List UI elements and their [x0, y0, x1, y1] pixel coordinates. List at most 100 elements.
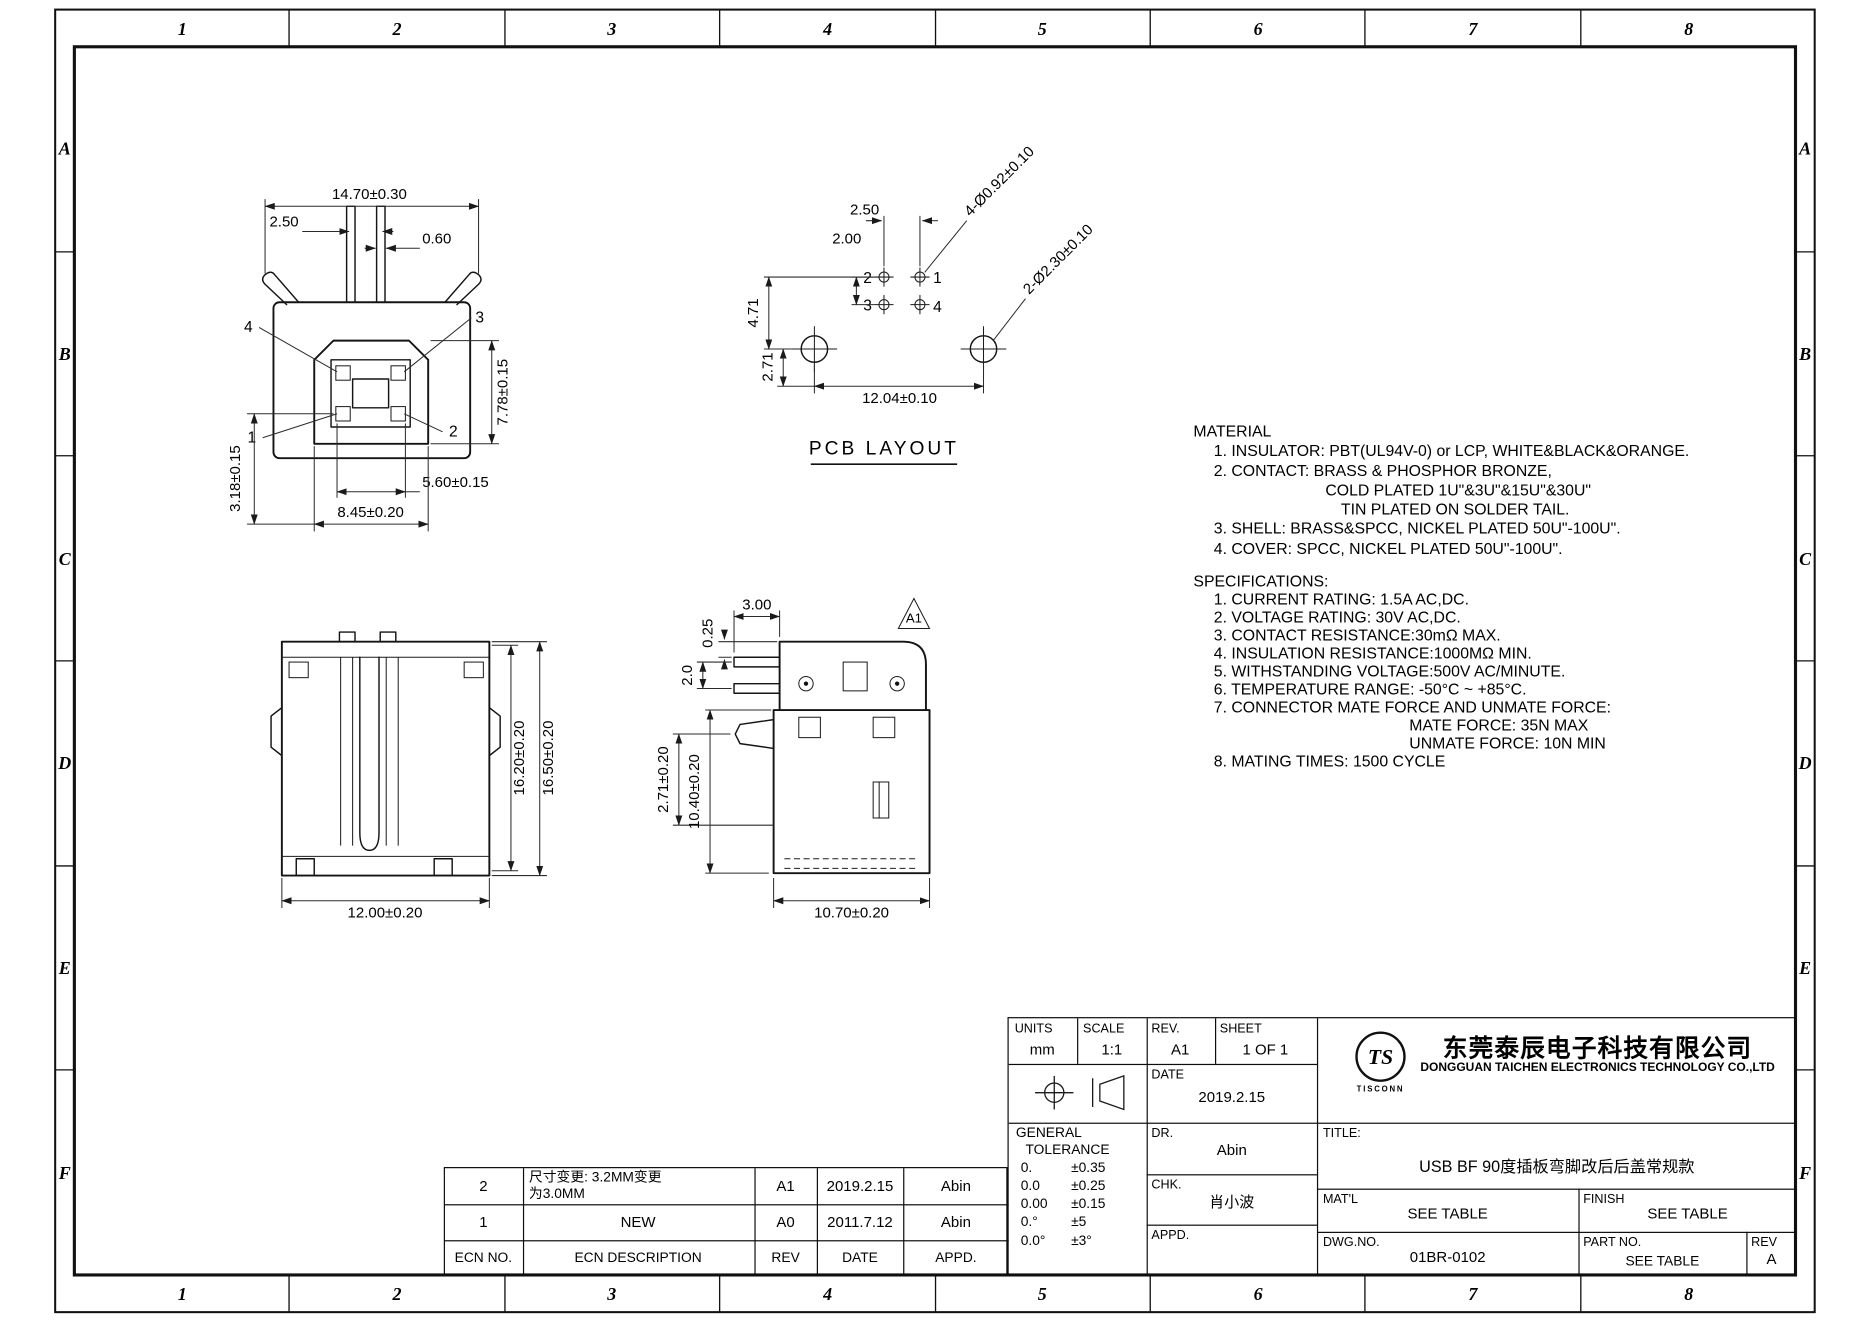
- dwg-no-value: 01BR-0102: [1409, 1248, 1486, 1266]
- zone-row-right: D: [1798, 753, 1812, 773]
- tolerance-row: 0. ±0.35: [1020, 1161, 1106, 1176]
- drawing-title: USB BF 90度插板弯脚改后后盖常规款: [1419, 1157, 1695, 1176]
- dr-value: Abin: [1216, 1141, 1247, 1159]
- front-pin-3-label: 3: [475, 310, 484, 327]
- specification-line: 6. TEMPERATURE RANGE: -50°C ~ +85°C.: [1213, 680, 1527, 699]
- zone-row-right: E: [1798, 958, 1811, 978]
- zone-col-bottom: 8: [1684, 1284, 1693, 1304]
- tolerance-row: 0.0±0.25: [1021, 1179, 1106, 1193]
- zone-col-top: 8: [1684, 19, 1693, 39]
- finish-label: FINISH: [1583, 1192, 1625, 1207]
- front-view: 4 3 1 2 14.70±0.30 2.50 0.60 7.78±0.15 3…: [227, 186, 511, 532]
- units-label: UNITS: [1014, 1021, 1053, 1037]
- ecn-row-date: 2011.7.12: [827, 1213, 893, 1231]
- dr-label: DR.: [1151, 1126, 1174, 1141]
- material-line: 4. COVER: SPCC, NICKEL PLATED 50U"-100U"…: [1213, 539, 1563, 558]
- rev-block-label: REV: [1751, 1235, 1778, 1250]
- zone-col-bottom: 2: [392, 1284, 402, 1304]
- pcb-pin-1-label: 1: [933, 270, 942, 287]
- tolerance-basis: 0.0°: [1020, 1234, 1046, 1249]
- units-value: mm: [1029, 1041, 1055, 1058]
- tolerance-value: ±3°: [1071, 1234, 1092, 1249]
- tolerance-value: ±0.35: [1071, 1161, 1106, 1176]
- chk-label: CHK.: [1151, 1177, 1182, 1193]
- tolerance-basis: 0.: [1020, 1161, 1033, 1176]
- dim-profile-pin-length: 3.00: [742, 596, 771, 613]
- tolerance-row: 0.00 ±0.15: [1020, 1197, 1106, 1212]
- material-heading: MATERIAL: [1193, 422, 1272, 441]
- matl-value: SEE TABLE: [1407, 1205, 1488, 1223]
- pcb-pin-2-label: 2: [863, 270, 872, 287]
- dim-profile-body-height: 10.40±0.20: [686, 754, 703, 829]
- ecn-row-description: 尺寸变更: 3.2MM变更 为3.0MM: [529, 1171, 662, 1203]
- dim-side-width: 12.00±0.20: [348, 905, 423, 922]
- profile-view: A1 0.25 3.00 2.0 2.71±0.20 10.40±0.20 10…: [655, 596, 931, 922]
- dim-front-pin-width: 0.60: [422, 230, 451, 247]
- chk-value: 肖小波: [1209, 1194, 1255, 1211]
- zone-row-right: C: [1799, 549, 1812, 569]
- zone-col-top: 7: [1468, 19, 1478, 39]
- pcb-layout-caption: PCB LAYOUT: [809, 439, 959, 460]
- specifications-notes: SPECIFICATIONS: 1. CURRENT RATING: 1.5A …: [1193, 572, 1611, 770]
- rev-value: A1: [1171, 1041, 1190, 1058]
- general-tolerance-label: TOLERANCE: [1025, 1143, 1110, 1158]
- specification-line: 2. VOLTAGE RATING: 30V AC,DC.: [1213, 608, 1461, 627]
- tolerance-row: 0.°±5: [1021, 1215, 1087, 1229]
- ecn-row-date: 2019.2.15: [826, 1177, 894, 1195]
- company-logo-sub: TISCONN: [1356, 1085, 1405, 1094]
- zone-row-left: C: [59, 549, 72, 569]
- zone-col-bottom: 7: [1468, 1284, 1478, 1304]
- tolerance-value: ±0.15: [1071, 1197, 1106, 1212]
- dim-side-height-outer: 16.50±0.20: [540, 721, 557, 796]
- zone-col-bottom: 3: [606, 1284, 616, 1304]
- dim-pcb-pin-pitch-x: 2.50: [850, 202, 879, 219]
- specification-line: 1. CURRENT RATING: 1.5A AC,DC.: [1213, 590, 1469, 609]
- dim-pcb-row-to-hole: 4.71: [745, 298, 762, 327]
- dim-front-opening-height: 7.78±0.15: [494, 359, 511, 426]
- general-tolerance-label: GENERAL: [1015, 1126, 1082, 1141]
- ecn-header-date: DATE: [842, 1250, 878, 1266]
- ecn-row-appd: Abin: [940, 1177, 971, 1195]
- zone-row-right: A: [1798, 139, 1811, 159]
- dim-front-width: 14.70±0.30: [332, 186, 407, 203]
- dim-profile-pin-pitch: 2.0: [679, 665, 696, 686]
- tolerance-basis: 0.00: [1020, 1197, 1048, 1212]
- scale-value: 1:1: [1101, 1041, 1123, 1058]
- dim-pcb-pin-pitch-y: 2.00: [832, 230, 861, 247]
- date-label: DATE: [1151, 1067, 1185, 1082]
- ecn-row-description: NEW: [620, 1213, 656, 1231]
- zone-row-left: D: [57, 753, 71, 773]
- appd-label: APPD.: [1151, 1228, 1190, 1243]
- dim-pcb-hole-span: 12.04±0.10: [862, 390, 937, 407]
- note-pcb-mount-holes: 2-Ø2.30±0.10: [1020, 221, 1097, 298]
- ecn-row-appd: Abin: [940, 1213, 971, 1231]
- part-no-label: PART NO.: [1583, 1235, 1642, 1250]
- zone-col-bottom: 1: [178, 1284, 187, 1304]
- zone-row-left: A: [58, 139, 71, 159]
- dim-pcb-hole-to-edge: 2.71: [759, 352, 776, 381]
- specification-line: MATE FORCE: 35N MAX: [1409, 716, 1589, 735]
- specification-line: 4. INSULATION RESISTANCE:1000MΩ MIN.: [1213, 644, 1532, 663]
- specification-line: 7. CONNECTOR MATE FORCE AND UNMATE FORCE…: [1213, 698, 1612, 717]
- ecn-header-appd: APPD.: [935, 1250, 977, 1266]
- ecn-row-number: 1: [479, 1213, 488, 1231]
- zone-row-right: F: [1798, 1163, 1811, 1183]
- sheet-value: 1 OF 1: [1242, 1041, 1289, 1058]
- ecn-description-line: 尺寸变更: 3.2MM变更: [528, 1170, 662, 1186]
- dim-profile-width: 10.70±0.20: [814, 905, 889, 922]
- dim-side-height-inner: 16.20±0.20: [511, 721, 528, 796]
- front-pin-2-label: 2: [449, 424, 458, 441]
- zone-col-top: 4: [822, 19, 832, 39]
- zone-col-top: 2: [392, 19, 402, 39]
- scale-label: SCALE: [1083, 1021, 1125, 1037]
- rev-label: REV.: [1151, 1021, 1180, 1037]
- company-name-en: DONGGUAN TAICHEN ELECTRONICS TECHNOLOGY …: [1420, 1061, 1775, 1075]
- dim-front-contact-span: 5.60±0.15: [422, 474, 489, 491]
- tolerance-value: ±0.25: [1071, 1179, 1106, 1194]
- dim-front-pin-pitch: 2.50: [269, 214, 298, 231]
- ecn-description-line: 为3.0MM: [528, 1186, 585, 1202]
- material-line: TIN PLATED ON SOLDER TAIL.: [1340, 500, 1570, 519]
- material-line: 1. INSULATOR: PBT(UL94V-0) or LCP, WHITE…: [1213, 441, 1690, 460]
- finish-value: SEE TABLE: [1647, 1205, 1728, 1223]
